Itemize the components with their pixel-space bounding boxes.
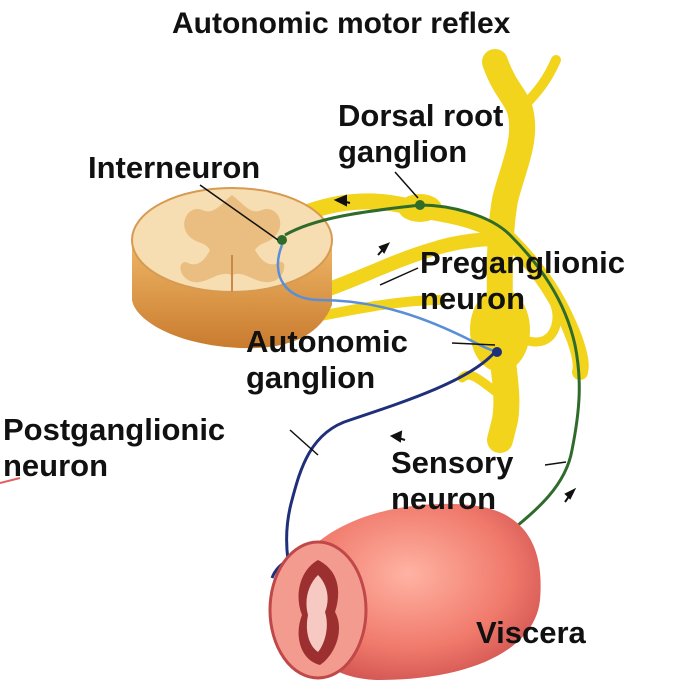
label-dorsal-root-ganglion-line1: Dorsal root (338, 98, 504, 133)
label-dorsal-root-ganglion-line2: ganglion (338, 134, 468, 169)
label-sensory-neuron-line2: neuron (391, 481, 497, 516)
label-preganglionic-neuron-line2: neuron (420, 281, 526, 316)
drg-cell (415, 200, 425, 210)
preganglionic-fiber (276, 244, 501, 354)
label-autonomic-ganglion-line1: Autonomic (246, 324, 408, 359)
interneuron-cell (277, 235, 287, 245)
sympathetic-trunk (457, 49, 561, 453)
direction-arrows (333, 194, 577, 503)
label-viscera: Viscera (476, 615, 586, 650)
leader-lines (199, 171, 567, 466)
autonomic-ganglion-cell (492, 347, 502, 357)
label-postganglionic-neuron-line1: Postganglionic (3, 412, 226, 447)
viscera-organ (268, 503, 541, 680)
label-sensory-neuron-line1: Sensory (391, 445, 514, 480)
label-interneuron: Interneuron (88, 150, 261, 185)
label-autonomic-ganglion-line2: ganglion (246, 360, 376, 395)
edge-mark (0, 477, 21, 484)
label-preganglionic-neuron-line1: Preganglionic (420, 245, 625, 280)
diagram-title: Autonomic motor reflex (172, 7, 511, 40)
spinal-cord (131, 187, 333, 349)
label-postganglionic-neuron-line2: neuron (3, 448, 109, 483)
